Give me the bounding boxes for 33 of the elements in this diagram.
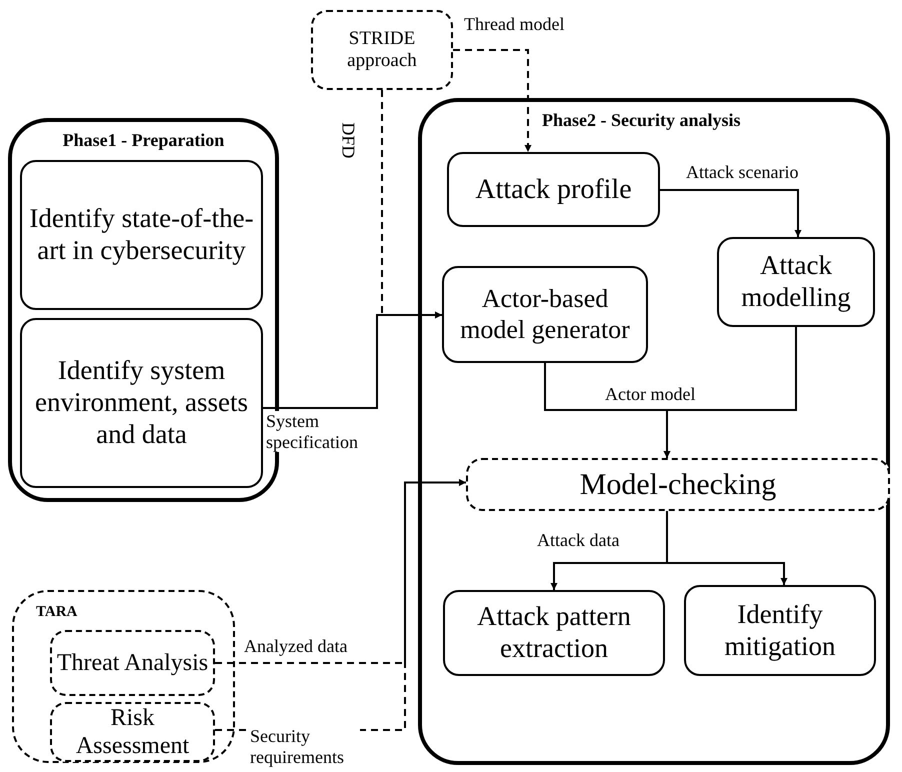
box-text: Threat Analysis — [56, 648, 210, 678]
box-text: STRIDE approach — [346, 28, 418, 72]
box-text: Attack pattern extraction — [476, 601, 632, 665]
process-box — [684, 585, 876, 676]
process-box — [447, 152, 660, 227]
arrow — [453, 49, 532, 152]
arrow — [263, 312, 442, 409]
group-title: TARA — [35, 604, 78, 621]
box-text: Risk Assessment — [74, 704, 190, 760]
box-text: Actor-based model generator — [459, 284, 631, 346]
box-text: Attack modelling — [740, 250, 852, 314]
process-box — [50, 630, 215, 696]
box-text: Attack profile — [474, 172, 633, 206]
process-box — [442, 266, 648, 363]
process-box — [20, 318, 263, 488]
arrow — [660, 189, 802, 237]
process-box — [50, 702, 215, 762]
process-box — [466, 458, 890, 511]
box-text: Identify state-of-the-art in cybersecurity — [28, 203, 255, 267]
arrow — [666, 511, 788, 585]
box-text: Model-checking — [578, 466, 778, 502]
process-box — [311, 10, 453, 90]
process-box — [717, 237, 875, 327]
group-container — [418, 98, 890, 765]
box-text: Identify mitigation — [724, 598, 836, 662]
arrow — [664, 327, 797, 458]
process-box — [443, 590, 665, 676]
group-title: Phase2 - Security analysis — [541, 110, 742, 131]
process-box — [20, 160, 263, 310]
group-title: Phase1 - Preparation — [62, 130, 226, 151]
group-container — [12, 590, 235, 763]
box-text: Identify system environment, assets and data — [34, 355, 249, 451]
edge-label: Security requirements — [250, 726, 360, 768]
